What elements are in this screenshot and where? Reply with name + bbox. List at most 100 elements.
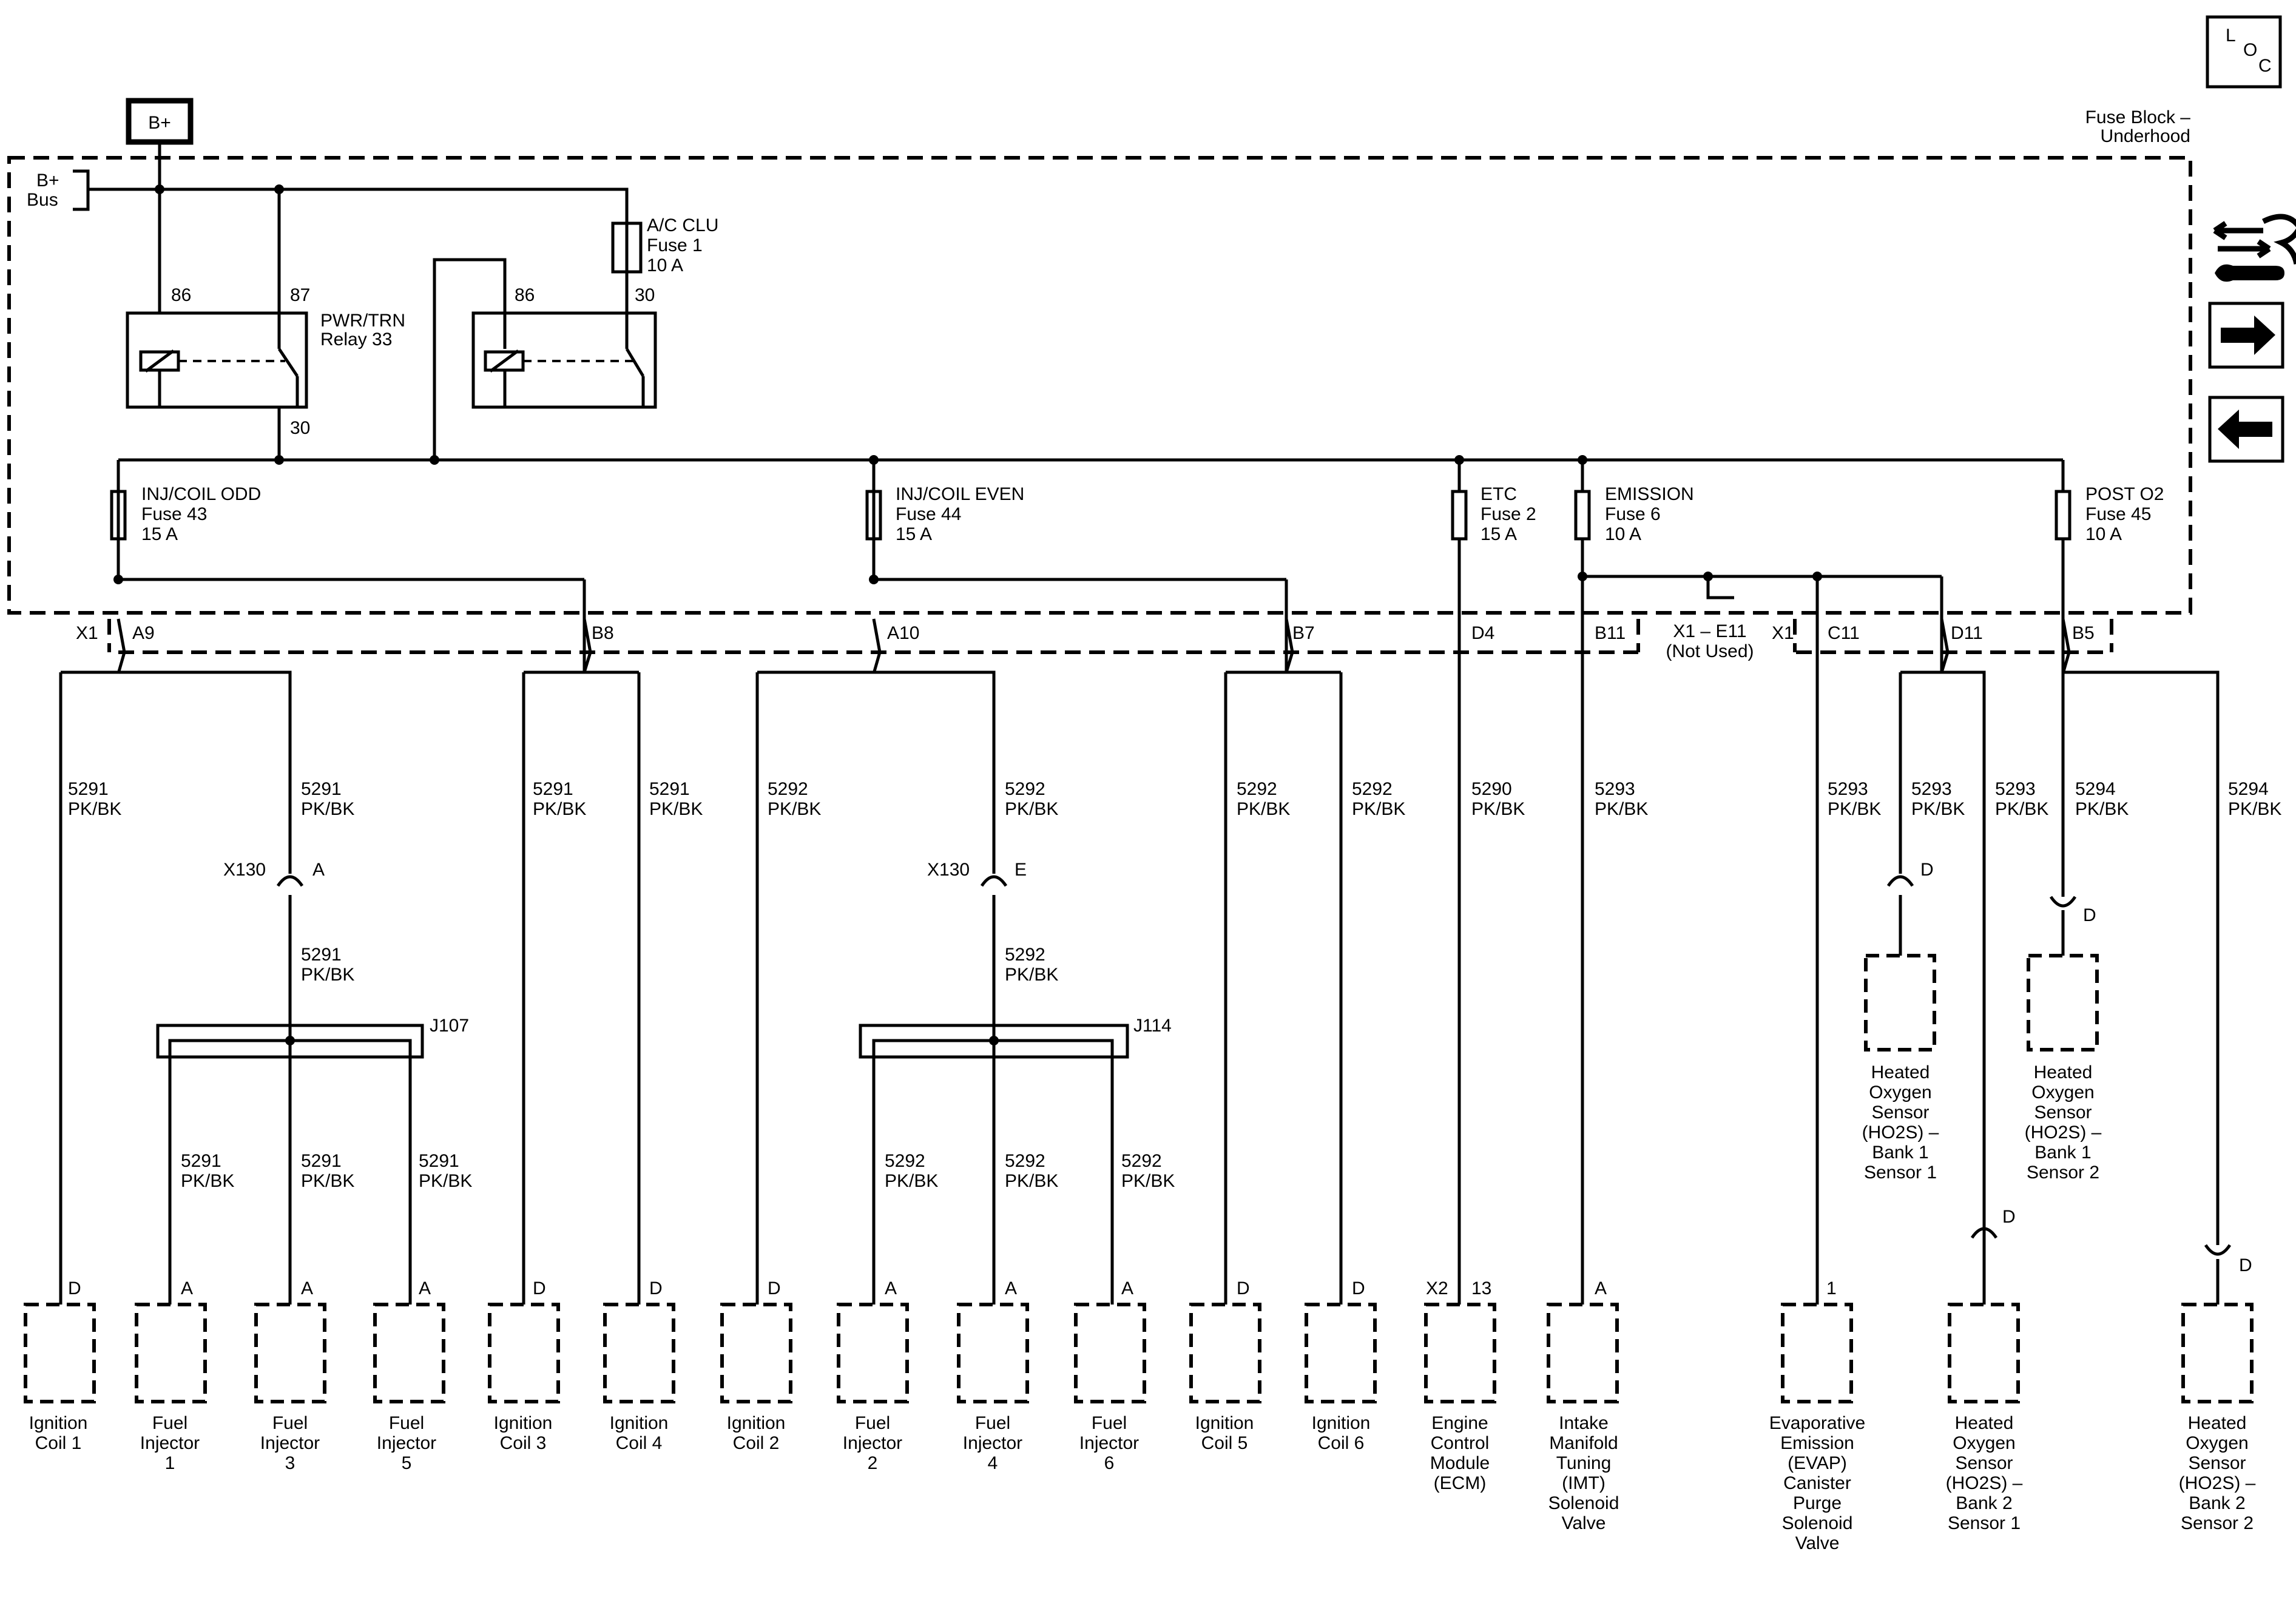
x130-connector-label-a: X130: [223, 860, 266, 880]
terminal-d11: D11: [1951, 623, 1983, 643]
svg-text:PK/BK: PK/BK: [1995, 799, 2048, 819]
svg-text:D: D: [533, 1278, 546, 1298]
svg-text:PK/BK: PK/BK: [1828, 799, 1881, 819]
svg-text:A: A: [181, 1278, 193, 1298]
b-plus-bus-label-2: Bus: [27, 190, 58, 210]
svg-text:13: 13: [1471, 1278, 1491, 1298]
svg-text:(ECM): (ECM): [1434, 1473, 1487, 1493]
svg-text:5292: 5292: [768, 779, 808, 799]
svg-text:5292: 5292: [1005, 779, 1045, 799]
svg-text:5291: 5291: [301, 779, 342, 799]
svg-text:Ignition: Ignition: [727, 1413, 786, 1433]
svg-text:Purge: Purge: [1793, 1493, 1842, 1513]
svg-text:PK/BK: PK/BK: [181, 1171, 234, 1191]
svg-text:5291: 5291: [68, 779, 109, 799]
svg-text:5292: 5292: [1121, 1151, 1162, 1171]
svg-text:Injector: Injector: [1079, 1433, 1139, 1453]
svg-text:Bank 2: Bank 2: [2189, 1493, 2245, 1513]
svg-text:Bank 1: Bank 1: [1872, 1143, 1928, 1163]
svg-text:PK/BK: PK/BK: [1471, 799, 1525, 819]
svg-text:Oxygen: Oxygen: [2186, 1433, 2248, 1453]
svg-text:Injector: Injector: [963, 1433, 1022, 1453]
fuse-2: ETC Fuse 2 15 A: [1451, 460, 1536, 1305]
svg-text:5291: 5291: [533, 779, 573, 799]
svg-text:D: D: [1352, 1278, 1365, 1298]
svg-text:5294: 5294: [2075, 779, 2116, 799]
svg-text:5293: 5293: [1911, 779, 1952, 799]
svg-text:A: A: [1121, 1278, 1133, 1298]
svg-text:Fuse 6: Fuse 6: [1605, 504, 1661, 524]
svg-text:A: A: [1595, 1278, 1607, 1298]
svg-text:Sensor: Sensor: [2188, 1453, 2246, 1473]
x1-connector-label: X1: [76, 623, 98, 643]
svg-text:1: 1: [1826, 1278, 1837, 1298]
fuse-block-title-2: Underhood: [2101, 126, 2190, 146]
svg-text:Solenoid: Solenoid: [1782, 1513, 1853, 1533]
terminal-a9: A9: [132, 623, 155, 643]
b-plus-supply: B+: [126, 98, 194, 145]
svg-text:4: 4: [988, 1453, 998, 1473]
fuse-6: EMISSION Fuse 6 10 A: [1574, 460, 1694, 1305]
fuse1-name: A/C CLU: [647, 215, 718, 235]
svg-text:Fuse 45: Fuse 45: [2085, 504, 2151, 524]
svg-text:10 A: 10 A: [2085, 524, 2122, 544]
svg-text:Module: Module: [1430, 1453, 1490, 1473]
svg-text:PK/BK: PK/BK: [649, 799, 703, 819]
svg-text:PK/BK: PK/BK: [68, 799, 121, 819]
svg-text:Fuse 44: Fuse 44: [896, 504, 961, 524]
connector-repair-icon[interactable]: [2213, 214, 2296, 282]
svg-text:A: A: [301, 1278, 313, 1298]
svg-text:Ignition: Ignition: [610, 1413, 669, 1433]
fuse1-rating: 10 A: [647, 255, 683, 275]
fuse1-number: Fuse 1: [647, 235, 703, 255]
svg-text:(IMT): (IMT): [1562, 1473, 1606, 1493]
fuse-44: INJ/COIL EVEN Fuse 44 15 A: [865, 460, 1024, 581]
x1-connector-label-2: X1: [1772, 623, 1794, 643]
svg-text:Coil 4: Coil 4: [616, 1433, 663, 1453]
arrow-left-icon[interactable]: [2208, 396, 2284, 463]
svg-text:INJ/COIL EVEN: INJ/COIL EVEN: [896, 484, 1024, 504]
bank1-s1-pin-d: D: [1920, 860, 1934, 880]
svg-text:(EVAP): (EVAP): [1788, 1453, 1847, 1473]
svg-text:A: A: [419, 1278, 431, 1298]
svg-text:PK/BK: PK/BK: [1237, 799, 1290, 819]
svg-text:(HO2S) –: (HO2S) –: [1946, 1473, 2023, 1493]
svg-text:Bank 1: Bank 1: [2034, 1143, 2091, 1163]
svg-text:15 A: 15 A: [141, 524, 178, 544]
svg-text:PK/BK: PK/BK: [533, 799, 586, 819]
svg-text:Heated: Heated: [1871, 1062, 1930, 1082]
svg-text:Injector: Injector: [843, 1433, 902, 1453]
svg-text:(HO2S) –: (HO2S) –: [2179, 1473, 2256, 1493]
svg-text:5292: 5292: [885, 1151, 925, 1171]
svg-text:5293: 5293: [1995, 779, 2036, 799]
svg-text:5292: 5292: [1237, 779, 1277, 799]
loc-icon[interactable]: L O C: [2206, 15, 2282, 89]
ac-relay-pin-86: 86: [515, 285, 535, 305]
svg-text:15 A: 15 A: [896, 524, 932, 544]
svg-text:Emission: Emission: [1780, 1433, 1854, 1453]
svg-text:Sensor: Sensor: [1871, 1102, 1929, 1122]
svg-text:D: D: [768, 1278, 781, 1298]
svg-text:5291: 5291: [301, 945, 342, 965]
svg-text:Injector: Injector: [260, 1433, 320, 1453]
svg-text:2: 2: [868, 1453, 878, 1473]
svg-text:15 A: 15 A: [1481, 524, 1517, 544]
svg-text:Sensor 1: Sensor 1: [1864, 1163, 1937, 1183]
svg-text:Tuning: Tuning: [1556, 1453, 1612, 1473]
svg-text:PK/BK: PK/BK: [301, 965, 354, 985]
svg-text:D: D: [68, 1278, 81, 1298]
svg-text:Coil 6: Coil 6: [1318, 1433, 1365, 1453]
svg-text:O: O: [2243, 40, 2257, 60]
svg-text:Injector: Injector: [377, 1433, 436, 1453]
terminal-b7: B7: [1292, 623, 1315, 643]
terminal-b8: B8: [592, 623, 614, 643]
svg-text:C: C: [2258, 56, 2272, 76]
svg-text:Sensor: Sensor: [2034, 1102, 2092, 1122]
svg-text:Ignition: Ignition: [1195, 1413, 1254, 1433]
arrow-right-icon[interactable]: [2208, 302, 2284, 369]
svg-text:6: 6: [1104, 1453, 1115, 1473]
svg-text:Coil 3: Coil 3: [500, 1433, 547, 1453]
svg-text:5291: 5291: [181, 1151, 221, 1171]
